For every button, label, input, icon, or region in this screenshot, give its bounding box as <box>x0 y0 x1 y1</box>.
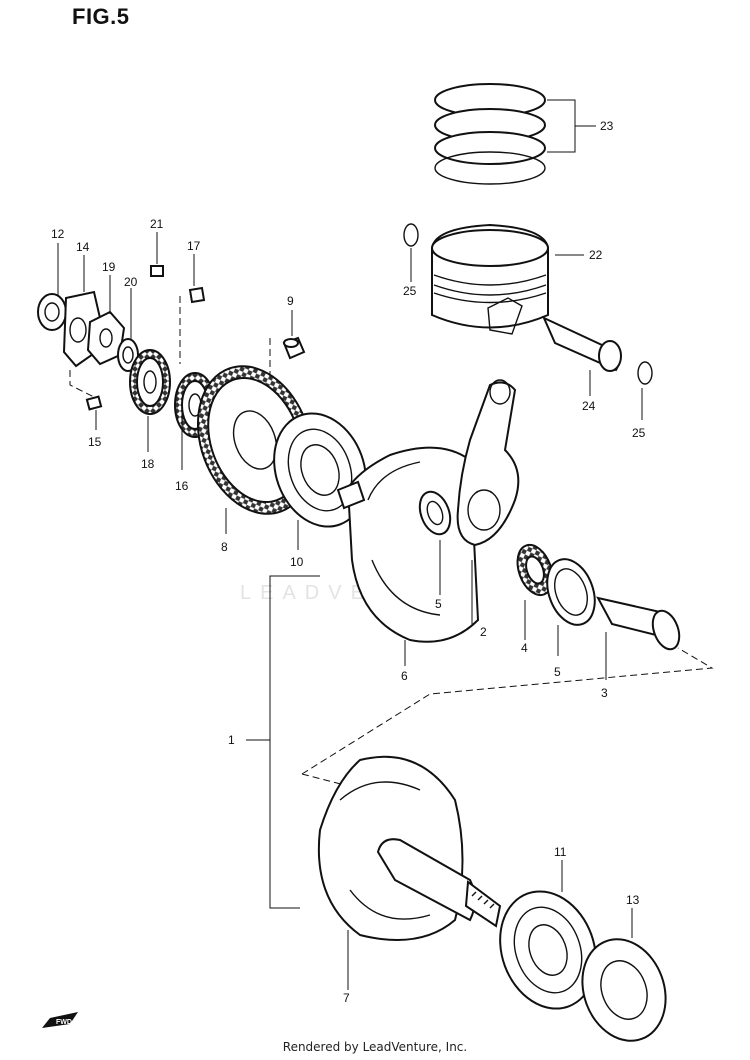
callout-22: 22 <box>589 248 603 262</box>
callout-23: 23 <box>600 119 614 133</box>
crank-half-right <box>317 755 502 990</box>
forward-arrow-badge: FWD <box>42 1012 78 1028</box>
right-main-bearing <box>499 860 597 1010</box>
piston-rings <box>434 83 596 185</box>
forward-label: FWD <box>56 1019 72 1026</box>
callout-5b: 5 <box>554 665 561 679</box>
callout-12: 12 <box>51 227 65 241</box>
callout-4: 4 <box>521 641 528 655</box>
dowel-pin <box>269 310 306 402</box>
callout-19: 19 <box>102 260 116 274</box>
piston-pin <box>542 315 622 396</box>
callout-6: 6 <box>401 669 408 683</box>
callout-10: 10 <box>290 555 304 569</box>
crank-assembly-upper <box>336 379 681 680</box>
callout-20: 20 <box>124 275 138 289</box>
piston <box>431 223 584 335</box>
callout-8: 8 <box>221 540 228 554</box>
callout-25b: 25 <box>632 426 646 440</box>
callout-11: 11 <box>554 845 567 859</box>
callout-16: 16 <box>175 479 189 493</box>
callout-5a: 5 <box>435 597 442 611</box>
callout-labels: 1 2 3 4 5 5 6 7 8 9 10 11 12 13 14 15 16… <box>51 119 646 1005</box>
callout-15: 15 <box>88 435 102 449</box>
callout-21: 21 <box>150 217 164 231</box>
footer-credit: Rendered by LeadVenture, Inc. <box>282 1040 468 1054</box>
callout-13: 13 <box>626 893 640 907</box>
callout-7: 7 <box>343 991 350 1005</box>
callout-3: 3 <box>601 686 608 700</box>
callout-25a: 25 <box>403 284 417 298</box>
callout-14: 14 <box>76 240 90 254</box>
piston-pin-circlips <box>403 223 653 420</box>
callout-1: 1 <box>228 733 235 747</box>
callout-17: 17 <box>187 239 201 253</box>
callout-18: 18 <box>141 457 155 471</box>
figure-title: FIG.5 <box>72 4 130 29</box>
right-oil-seal <box>581 908 667 1042</box>
left-side-small-parts <box>37 243 139 430</box>
callout-24: 24 <box>582 399 596 413</box>
callout-9: 9 <box>287 294 294 308</box>
callout-2: 2 <box>480 625 487 639</box>
